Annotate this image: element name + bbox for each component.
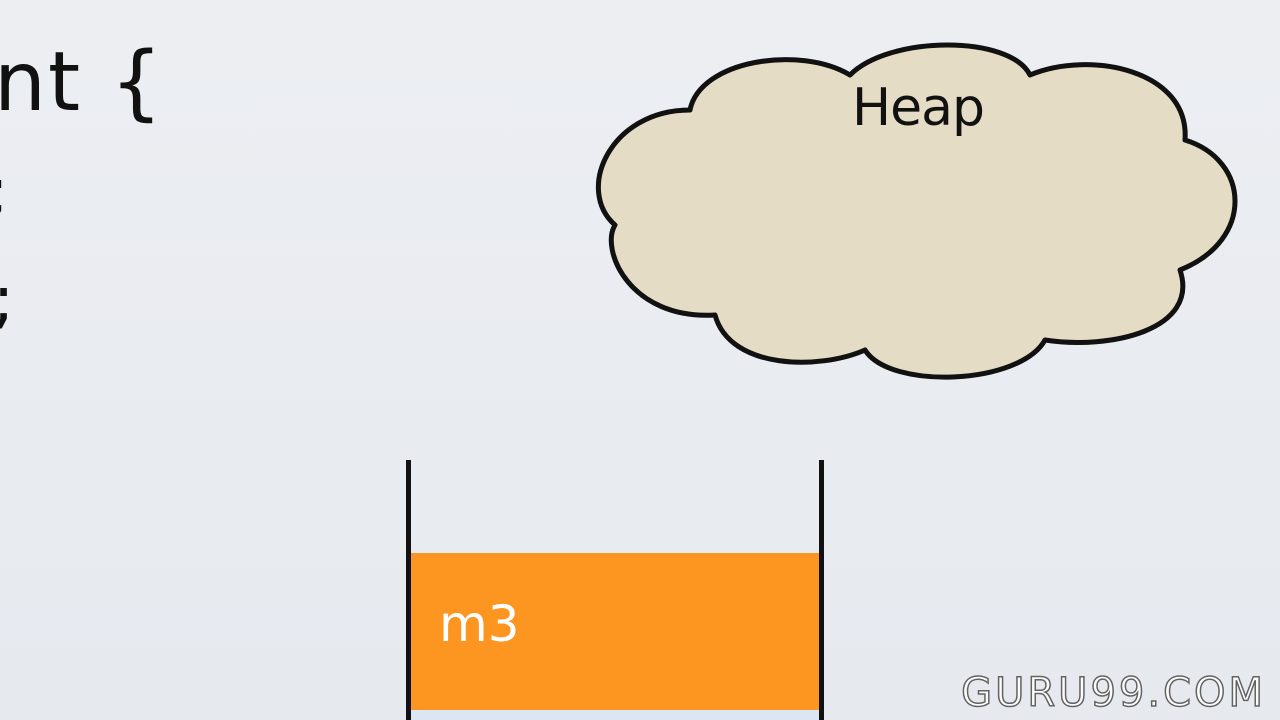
watermark: GURU99.COM <box>960 669 1266 717</box>
stack-wall-right <box>819 460 824 720</box>
code-line-class-header: nt { <box>0 42 164 124</box>
cloud-shape <box>595 42 1238 380</box>
code-semicolon: ; <box>0 155 9 229</box>
heap-cloud: Heap <box>590 40 1250 390</box>
code-line-field-2: 4; <box>0 268 14 332</box>
code-line-field-1: o; <box>0 160 9 224</box>
heap-label: Heap <box>852 78 985 138</box>
code-text: nt { <box>0 35 165 130</box>
stack-frame-below <box>411 710 819 720</box>
code-semicolon: ; <box>0 263 14 337</box>
stack-frame-label: m3 <box>439 595 520 653</box>
stack-wall-left <box>406 460 411 720</box>
stack-frame: m3 <box>411 553 819 710</box>
